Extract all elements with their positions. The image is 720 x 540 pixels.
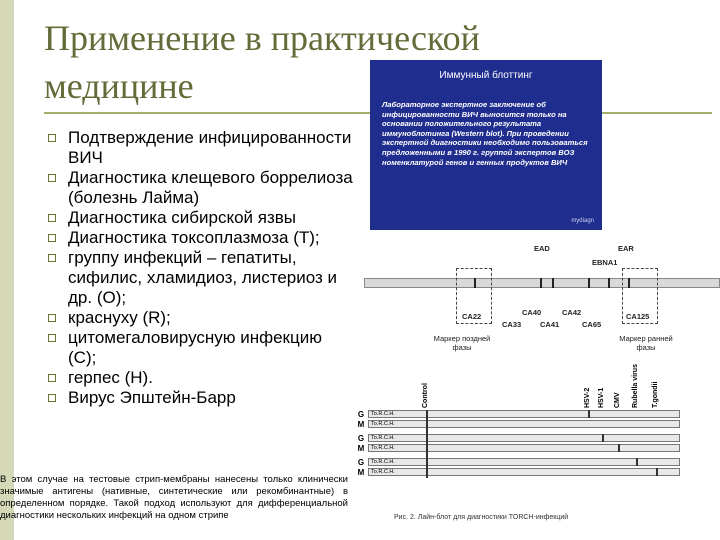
strip-band bbox=[656, 468, 658, 476]
strip-band bbox=[474, 278, 476, 288]
strip-band bbox=[588, 278, 590, 288]
bullet-square-icon bbox=[48, 134, 56, 142]
strip-band bbox=[628, 278, 630, 288]
line-blot-figure: EAD EAR EBNA1 CA22 CA40 CA42 CA33 CA41 C… bbox=[356, 236, 720, 536]
label-ca125: CA125 bbox=[626, 312, 650, 321]
row-letter: M bbox=[357, 420, 365, 429]
torch-strip: To.R.C.H. bbox=[368, 410, 680, 418]
blot-panel-text: Лабораторное экспертное заключение об ин… bbox=[382, 100, 588, 167]
strip-band bbox=[426, 410, 428, 478]
blot-panel-logo: mydiagn bbox=[571, 218, 594, 224]
row-letter: M bbox=[357, 444, 365, 453]
label-ca42: CA42 bbox=[562, 308, 582, 317]
torch-strip: To.R.C.H. bbox=[368, 458, 680, 466]
strip-band bbox=[636, 458, 638, 466]
slide-title: Применение в практической медицине bbox=[44, 18, 480, 106]
bullet-list: Подтверждение инфицированности ВИЧ Диагн… bbox=[44, 128, 354, 408]
blot-panel-title: Иммунный блоттинг bbox=[439, 70, 533, 81]
label-ca40: CA40 bbox=[522, 308, 542, 317]
column-label: HSV-1 bbox=[598, 387, 605, 408]
torch-strip: To.R.C.H. bbox=[368, 434, 680, 442]
bullet-square-icon bbox=[48, 214, 56, 222]
strip-band bbox=[588, 410, 590, 418]
bullet-square-icon bbox=[48, 374, 56, 382]
strip-band bbox=[608, 278, 610, 288]
ebv-strip bbox=[364, 278, 720, 288]
column-label: HSV-2 bbox=[584, 387, 591, 408]
left-accent-bar bbox=[0, 0, 14, 540]
bullet-square-icon bbox=[48, 394, 56, 402]
bullet-item: краснуху (R); bbox=[44, 308, 354, 328]
bullet-item: Диагностика клещевого боррелиоза (болезн… bbox=[44, 168, 354, 208]
early-phase-marker-label: Маркер ранней фазы bbox=[619, 334, 673, 352]
column-label: T.gondii bbox=[652, 381, 659, 408]
bullet-square-icon bbox=[48, 174, 56, 182]
label-ca33: CA33 bbox=[502, 320, 522, 329]
bullet-item: Диагностика сибирской язвы bbox=[44, 208, 354, 228]
column-label: Rubella virus bbox=[632, 364, 639, 408]
label-ca41: CA41 bbox=[540, 320, 560, 329]
bullet-square-icon bbox=[48, 334, 56, 342]
torch-strip: To.R.C.H. bbox=[368, 444, 680, 452]
label-ead: EAD bbox=[534, 244, 550, 253]
row-letter: G bbox=[357, 434, 365, 443]
footnote: В этом случае на тестовые стрип-мембраны… bbox=[0, 474, 348, 521]
label-ca65: CA65 bbox=[582, 320, 602, 329]
bullet-item: Вирус Эпштейн-Барр bbox=[44, 388, 354, 408]
strip-band bbox=[552, 278, 554, 288]
label-ebna1: EBNA1 bbox=[592, 258, 618, 267]
bullet-item: группу инфекций – гепатиты, сифилис, хла… bbox=[44, 248, 354, 308]
column-label: CMV bbox=[614, 392, 621, 408]
strip-band bbox=[540, 278, 542, 288]
label-ear: EAR bbox=[618, 244, 634, 253]
late-phase-box bbox=[456, 268, 492, 324]
bullet-item: Диагностика токсоплазмоза (T); bbox=[44, 228, 354, 248]
torch-strip: To.R.C.H. bbox=[368, 468, 680, 476]
bullet-square-icon bbox=[48, 314, 56, 322]
immune-blot-panel: Иммунный блоттинг Лабораторное экспертно… bbox=[370, 60, 602, 230]
bullet-item: Подтверждение инфицированности ВИЧ bbox=[44, 128, 354, 168]
torch-strip: To.R.C.H. bbox=[368, 420, 680, 428]
late-phase-marker-label: Маркер поздней фазы bbox=[433, 334, 491, 352]
label-ca22: CA22 bbox=[462, 312, 482, 321]
bullet-item: цитомегаловирусную инфекцию (C); bbox=[44, 328, 354, 368]
strip-band bbox=[602, 434, 604, 442]
bullet-item: герпес (H). bbox=[44, 368, 354, 388]
row-letter: M bbox=[357, 468, 365, 477]
row-letter: G bbox=[357, 410, 365, 419]
strip-band bbox=[618, 444, 620, 452]
early-phase-box bbox=[622, 268, 658, 324]
column-label: Control bbox=[422, 383, 429, 408]
row-letter: G bbox=[357, 458, 365, 467]
bullet-square-icon bbox=[48, 254, 56, 262]
bullet-square-icon bbox=[48, 234, 56, 242]
figure-caption: Рис. 2. Лайн-блот для диагностики TORCH-… bbox=[394, 514, 569, 521]
